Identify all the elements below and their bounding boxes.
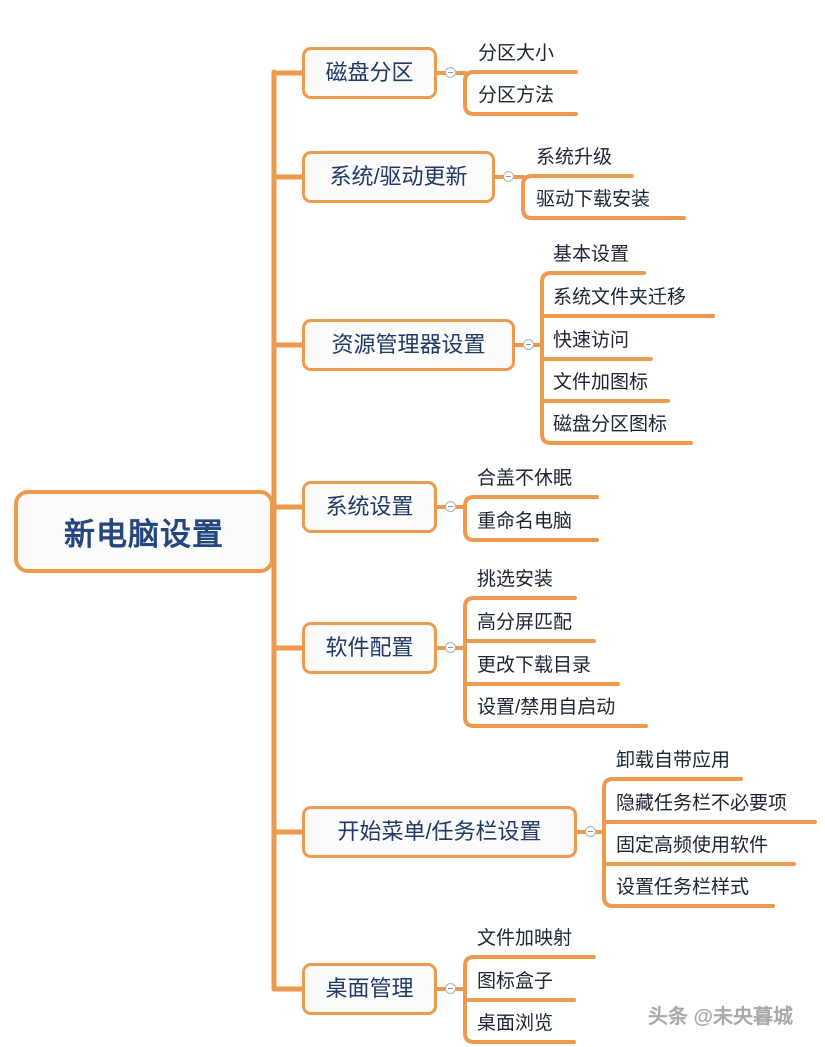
leaf-node-5-2[interactable]: 固定高频使用软件 [616,835,769,856]
root-node[interactable]: 新电脑设置 [14,490,274,573]
collapse-toggle-2[interactable] [523,339,534,350]
leaf-node-3-1[interactable]: 重命名电脑 [477,511,573,532]
collapse-toggle-4[interactable] [445,642,456,653]
leaf-node-1-0[interactable]: 系统升级 [536,147,613,168]
leaf-node-2-4[interactable]: 磁盘分区图标 [553,414,668,435]
leaf-node-2-1[interactable]: 系统文件夹迁移 [553,287,687,308]
leaf-node-0-1[interactable]: 分区方法 [478,85,555,106]
branch-node-label: 系统/驱动更新 [329,164,468,189]
watermark: 头条 @未央暮城 [648,1006,794,1028]
branch-node-label: 开始菜单/任务栏设置 [337,819,542,844]
leaf-node-5-0[interactable]: 卸载自带应用 [616,750,731,771]
leaf-node-4-1[interactable]: 高分屏匹配 [477,612,573,633]
collapse-toggle-6[interactable] [445,983,456,994]
leaf-node-6-2[interactable]: 桌面浏览 [477,1013,554,1034]
branch-node-1[interactable]: 系统/驱动更新 [302,151,495,203]
leaf-node-2-3[interactable]: 文件加图标 [553,372,649,393]
branch-node-label: 桌面管理 [325,976,414,1001]
branch-node-3[interactable]: 系统设置 [302,481,437,533]
branch-node-0[interactable]: 磁盘分区 [302,47,437,99]
leaf-node-5-3[interactable]: 设置任务栏样式 [616,877,750,898]
leaf-node-4-2[interactable]: 更改下载目录 [477,655,592,676]
leaf-node-2-0[interactable]: 基本设置 [553,244,630,265]
branch-node-label: 资源管理器设置 [331,332,486,357]
leaf-node-0-0[interactable]: 分区大小 [478,43,555,64]
branch-node-label: 软件配置 [325,635,414,660]
leaf-node-5-1[interactable]: 隐藏任务栏不必要项 [616,793,788,814]
leaf-node-3-0[interactable]: 合盖不休眠 [477,468,573,489]
branch-node-6[interactable]: 桌面管理 [302,963,437,1015]
leaf-node-6-0[interactable]: 文件加映射 [477,928,573,949]
collapse-toggle-0[interactable] [445,67,456,78]
leaf-node-4-3[interactable]: 设置/禁用自启动 [477,697,616,718]
branch-node-label: 系统设置 [325,494,414,519]
branch-node-2[interactable]: 资源管理器设置 [302,319,515,371]
branch-node-label: 磁盘分区 [325,60,414,85]
collapse-toggle-1[interactable] [503,171,514,182]
leaf-node-6-1[interactable]: 图标盒子 [477,971,554,992]
collapse-toggle-5[interactable] [585,826,596,837]
branch-node-4[interactable]: 软件配置 [302,622,437,674]
branch-node-5[interactable]: 开始菜单/任务栏设置 [302,806,577,858]
root-node-label: 新电脑设置 [64,517,224,552]
leaf-node-2-2[interactable]: 快速访问 [553,330,630,351]
leaf-node-4-0[interactable]: 挑选安装 [477,569,554,590]
collapse-toggle-3[interactable] [445,501,456,512]
leaf-node-1-1[interactable]: 驱动下载安装 [536,189,651,210]
